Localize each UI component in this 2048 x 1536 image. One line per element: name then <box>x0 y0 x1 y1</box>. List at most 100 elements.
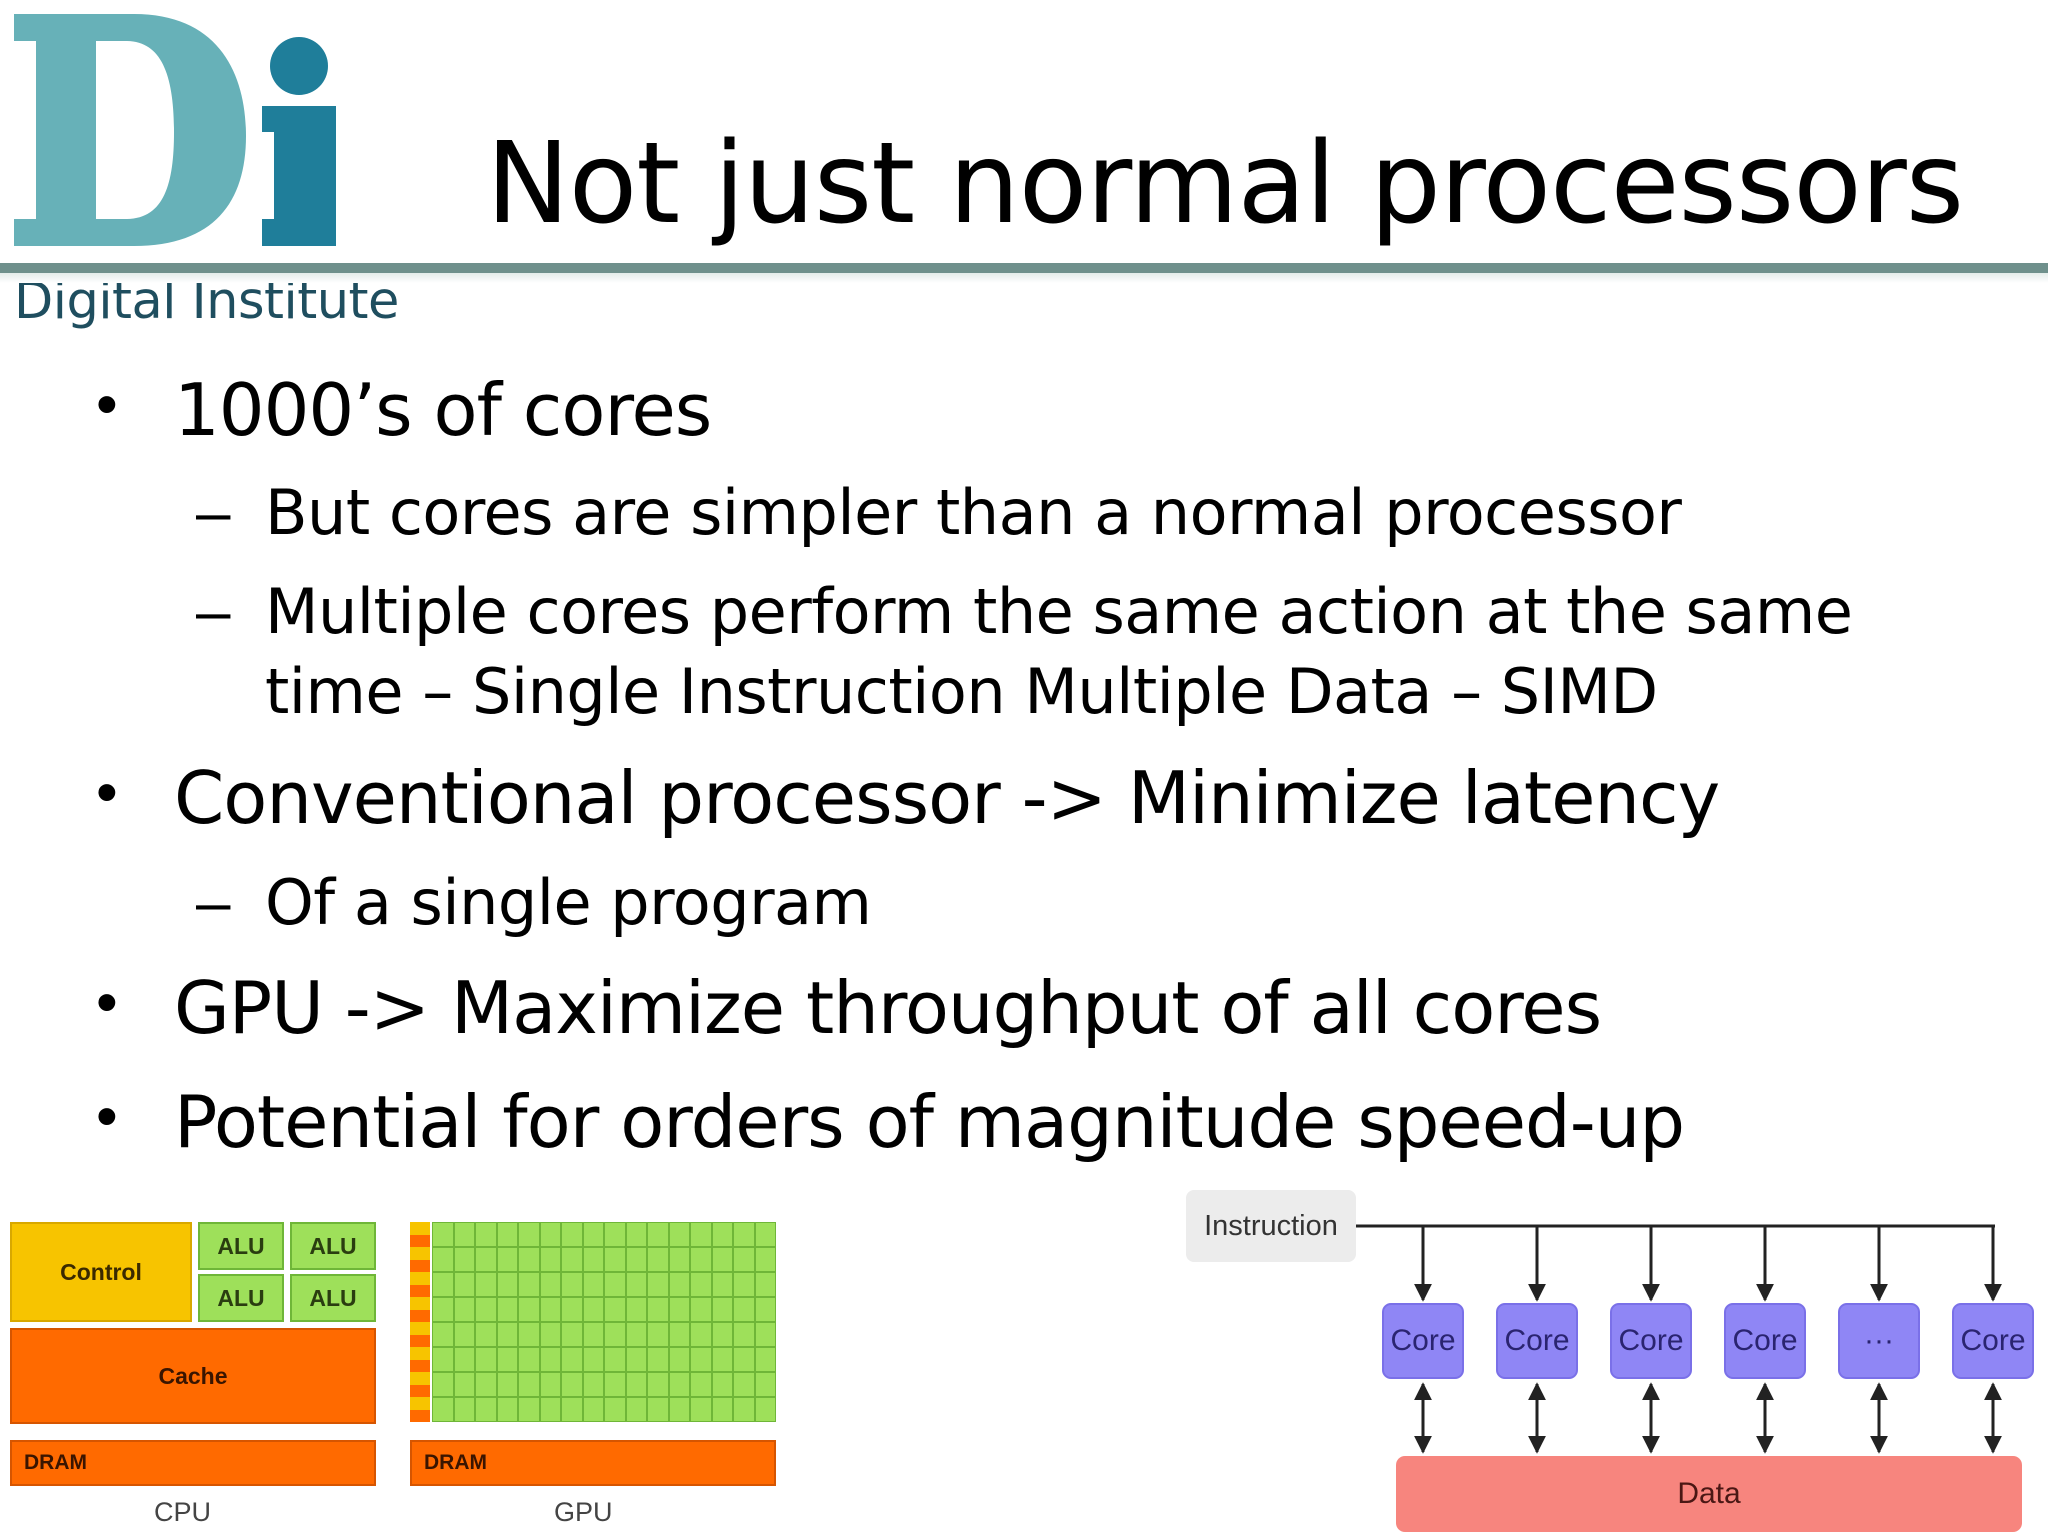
gpu-alu-cell <box>668 1322 690 1347</box>
cpu-control-block: Control <box>10 1222 192 1322</box>
gpu-alu-cell <box>711 1297 733 1322</box>
gpu-alu-cell <box>582 1322 604 1347</box>
gpu-alu-cell <box>582 1297 604 1322</box>
gpu-alu-cell <box>518 1397 540 1422</box>
gpu-alu-cell <box>647 1322 669 1347</box>
gpu-alu-cell <box>733 1322 755 1347</box>
logo-letter-i-stem <box>262 106 336 246</box>
gpu-alu-cell <box>668 1372 690 1397</box>
sub-bullet-1-2-line-2: time – Single Instruction Multiple Data … <box>265 655 1658 728</box>
gpu-alu-cell <box>496 1272 518 1297</box>
gpu-alu-cell <box>625 1322 647 1347</box>
gpu-alu-cell <box>582 1372 604 1397</box>
gpu-alu-cell <box>475 1297 497 1322</box>
gpu-alu-cell <box>496 1397 518 1422</box>
gpu-alu-cell <box>711 1222 733 1247</box>
gpu-alu-cell <box>690 1272 712 1297</box>
gpu-alu-cell <box>582 1222 604 1247</box>
gpu-alu-cell <box>668 1247 690 1272</box>
gpu-alu-cell <box>625 1397 647 1422</box>
gpu-alu-cell <box>561 1297 583 1322</box>
cpu-alu-block: ALU <box>290 1222 376 1270</box>
sub-bullet-1-2-line-1: Multiple cores perform the same action a… <box>265 575 1853 648</box>
gpu-control-cell <box>410 1222 430 1235</box>
core-box: Core <box>1952 1303 2034 1379</box>
gpu-alu-cell <box>496 1322 518 1347</box>
gpu-alu-cell <box>690 1397 712 1422</box>
instruction-box: Instruction <box>1186 1190 1356 1262</box>
gpu-alu-cell <box>475 1322 497 1347</box>
gpu-alu-cell <box>733 1347 755 1372</box>
gpu-alu-cell <box>518 1222 540 1247</box>
gpu-alu-cell <box>432 1347 454 1372</box>
gpu-alu-cell <box>625 1247 647 1272</box>
core-box: Core <box>1382 1303 1464 1379</box>
gpu-alu-cell <box>432 1272 454 1297</box>
gpu-alu-cell <box>453 1222 475 1247</box>
core-box-ellipsis: ··· <box>1838 1303 1920 1379</box>
bullet-2: Conventional processor -> Minimize laten… <box>174 756 1720 840</box>
gpu-alu-cell <box>453 1297 475 1322</box>
gpu-control-cell <box>410 1272 430 1285</box>
gpu-alu-cell <box>496 1247 518 1272</box>
gpu-alu-cell <box>690 1247 712 1272</box>
gpu-alu-cell <box>518 1297 540 1322</box>
gpu-alu-cell <box>518 1347 540 1372</box>
gpu-alu-cell <box>604 1372 626 1397</box>
gpu-control-cell <box>410 1322 430 1335</box>
gpu-control-cell <box>410 1297 430 1310</box>
gpu-alu-cell <box>453 1397 475 1422</box>
gpu-alu-cell <box>604 1247 626 1272</box>
gpu-alu-cell <box>690 1347 712 1372</box>
gpu-alu-cell <box>625 1272 647 1297</box>
gpu-alu-cell <box>496 1222 518 1247</box>
gpu-alu-cell <box>432 1372 454 1397</box>
gpu-alu-cell <box>496 1372 518 1397</box>
gpu-alu-cell <box>711 1397 733 1422</box>
gpu-alu-cell <box>690 1222 712 1247</box>
gpu-alu-cell <box>453 1372 475 1397</box>
gpu-alu-cell <box>518 1322 540 1347</box>
gpu-alu-cell <box>690 1372 712 1397</box>
core-box: Core <box>1610 1303 1692 1379</box>
logo-letter-i-dot <box>270 37 328 95</box>
gpu-alu-cell <box>711 1372 733 1397</box>
cpu-cache-block: Cache <box>10 1328 376 1424</box>
gpu-alu-cell <box>475 1222 497 1247</box>
gpu-alu-cell <box>625 1347 647 1372</box>
gpu-alu-cell <box>582 1347 604 1372</box>
gpu-alu-cell <box>518 1272 540 1297</box>
gpu-alu-cell <box>432 1247 454 1272</box>
gpu-alu-cell <box>453 1272 475 1297</box>
gpu-alu-cell <box>604 1297 626 1322</box>
cpu-alu-block: ALU <box>198 1274 284 1322</box>
gpu-alu-cell <box>733 1397 755 1422</box>
gpu-control-cell <box>410 1347 430 1360</box>
gpu-alu-cell <box>539 1322 561 1347</box>
gpu-alu-cell <box>475 1372 497 1397</box>
gpu-dram-block: DRAM <box>410 1440 776 1486</box>
gpu-alu-cell <box>754 1247 776 1272</box>
gpu-alu-cell <box>754 1372 776 1397</box>
gpu-alu-cell <box>539 1272 561 1297</box>
gpu-alu-cell <box>604 1347 626 1372</box>
gpu-alu-cell <box>561 1372 583 1397</box>
sub-bullet-marker: – <box>196 577 231 646</box>
gpu-alu-cell <box>432 1322 454 1347</box>
gpu-cache-cell <box>410 1284 430 1297</box>
gpu-alu-cell <box>690 1297 712 1322</box>
gpu-alu-cell <box>475 1247 497 1272</box>
gpu-alu-cell <box>539 1397 561 1422</box>
core-box: Core <box>1496 1303 1578 1379</box>
gpu-cache-cell <box>410 1309 430 1322</box>
gpu-alu-cell <box>754 1297 776 1322</box>
gpu-alu-cell <box>432 1297 454 1322</box>
gpu-alu-cell <box>518 1372 540 1397</box>
data-box: Data <box>1396 1456 2022 1532</box>
gpu-alu-cell <box>668 1222 690 1247</box>
gpu-core-grid <box>410 1222 776 1422</box>
cpu-caption: CPU <box>154 1497 212 1527</box>
gpu-cache-cell <box>410 1384 430 1397</box>
gpu-alu-cell <box>647 1222 669 1247</box>
